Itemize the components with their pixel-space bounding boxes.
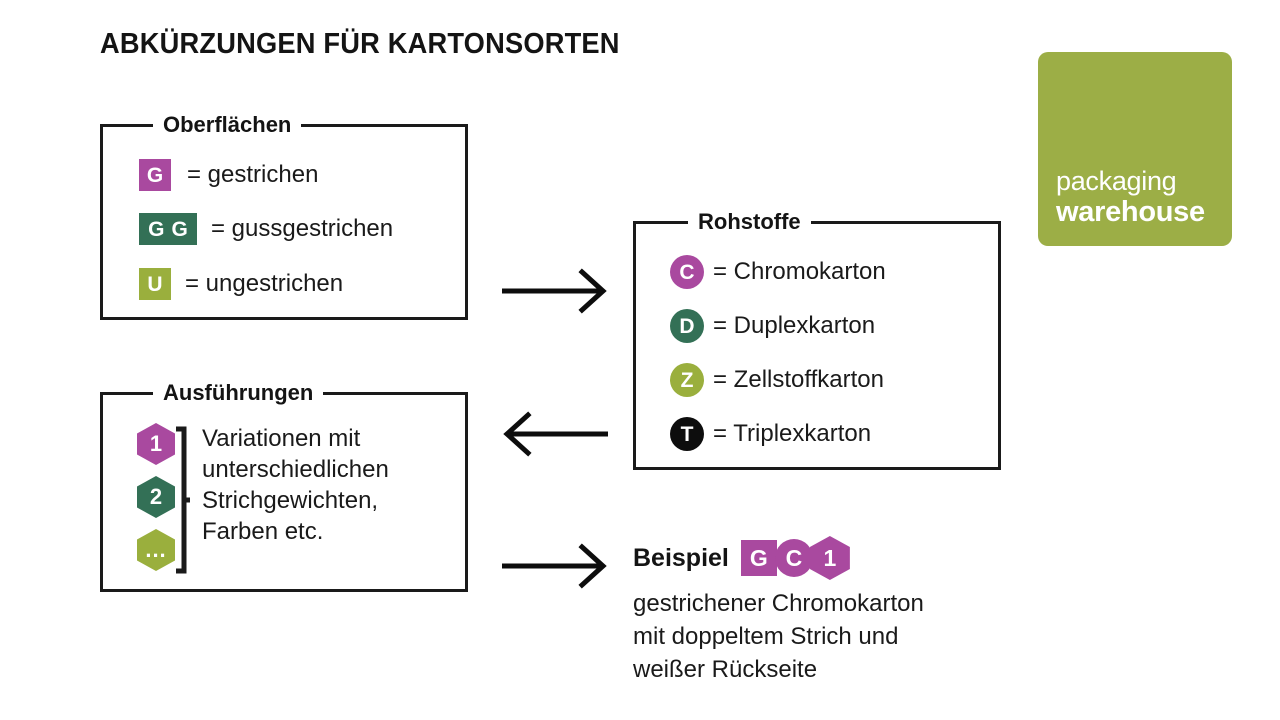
list-item: 1 — [137, 423, 175, 465]
list-item-label: = Zellstoffkarton — [713, 366, 884, 393]
badge-gg-square: GG — [139, 213, 197, 245]
list-item: U = ungestrichen — [139, 268, 343, 300]
panel-oberflaechen: Oberflächen G = gestrichen GG = gussgest… — [100, 110, 468, 320]
badge-t-circle: T — [670, 417, 704, 451]
badge-2-hexagon: 2 — [137, 476, 175, 518]
beispiel-badges: G C 1 — [740, 536, 850, 580]
list-item: G = gestrichen — [139, 159, 318, 191]
list-item: 2 — [137, 476, 175, 518]
logo-line-packaging: packaging — [1056, 166, 1177, 196]
ausfuehrungen-description: Variationen mit unterschiedlichen Strich… — [202, 423, 464, 547]
ausfuehrungen-description-line: unterschiedlichen — [202, 456, 389, 483]
badge-g-square-example: G — [740, 540, 777, 576]
list-item: C = Chromokarton — [670, 255, 886, 289]
badge-d-circle: D — [670, 309, 704, 343]
badge-ellipsis-hexagon: ... — [137, 529, 175, 571]
badge-g-square: G — [139, 159, 171, 191]
panel-rohstoffe: Rohstoffe C = Chromokarton D = Duplexkar… — [633, 207, 1001, 470]
list-item-label: = ungestrichen — [185, 270, 344, 297]
badge-c-circle-example: C — [774, 539, 813, 577]
ausfuehrungen-description-line: Variationen mit — [202, 425, 361, 452]
list-item-label: = Triplexkarton — [713, 420, 872, 447]
arrow-right-icon-oberflaechen-to-rohstoffe — [502, 268, 607, 314]
logo-line-warehouse: warehouse — [1056, 196, 1205, 228]
arrow-right-icon-ausfuehrungen-to-beispiel — [502, 543, 607, 589]
beispiel-description-line: weißer Rückseite — [633, 656, 818, 683]
panel-ausfuehrungen-legend: Ausführungen — [153, 378, 324, 408]
panel-rohstoffe-legend: Rohstoffe — [688, 207, 811, 237]
beispiel-description-line: mit doppeltem Strich und — [633, 623, 899, 650]
badge-1-hexagon-example: 1 — [809, 536, 850, 580]
arrow-left-icon-rohstoffe-to-ausfuehrungen — [503, 411, 608, 457]
panel-ausfuehrungen: Ausführungen 1 2 ... — [100, 378, 468, 592]
list-item-label: = gestrichen — [187, 161, 319, 188]
badge-c-circle: C — [670, 255, 704, 289]
logo-packaging-warehouse: packaging warehouse — [1038, 52, 1232, 246]
beispiel-label: Beispiel — [633, 543, 729, 572]
beispiel-description-line: gestrichener Chromokarton — [633, 590, 924, 617]
list-item: D = Duplexkarton — [670, 309, 875, 343]
panel-oberflaechen-legend: Oberflächen — [153, 110, 302, 140]
list-item-label: = Duplexkarton — [713, 312, 876, 339]
list-item: T = Triplexkarton — [670, 417, 871, 451]
ausfuehrungen-description-line: Strichgewichten, — [202, 487, 379, 514]
list-item: GG = gussgestrichen — [139, 213, 393, 245]
beispiel-description: gestrichener Chromokarton mit doppeltem … — [633, 587, 1053, 686]
page-title: ABKÜRZUNGEN FÜR KARTONSORTEN — [100, 28, 620, 60]
list-item: ... — [137, 529, 175, 571]
ausfuehrungen-description-line: Farben etc. — [202, 518, 324, 545]
list-item: Z = Zellstoffkarton — [670, 363, 884, 397]
list-item-label: = Chromokarton — [713, 258, 886, 285]
beispiel-header: Beispiel G C 1 — [633, 536, 1053, 580]
list-item-label: = gussgestrichen — [211, 215, 394, 242]
grouping-bracket-icon — [176, 426, 190, 574]
badge-1-hexagon: 1 — [137, 423, 175, 465]
beispiel-block: Beispiel G C 1 gestrichener Chromokarton… — [633, 536, 1053, 686]
badge-z-circle: Z — [670, 363, 704, 397]
badge-u-square: U — [139, 268, 171, 300]
